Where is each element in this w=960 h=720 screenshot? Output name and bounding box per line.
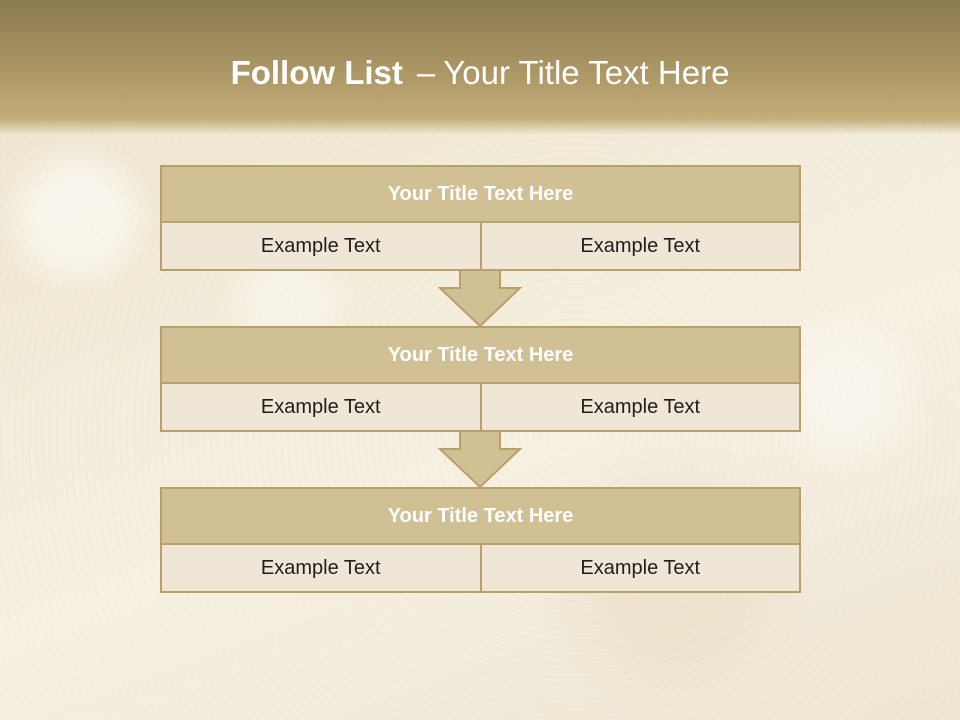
block-cell-left: Example Text — [260, 234, 381, 257]
down-arrow-icon — [438, 431, 522, 489]
list-block-2: Your Title Text Here Example Text Exampl… — [160, 326, 801, 432]
block-cell-right: Example Text — [479, 384, 800, 430]
block-row: Example Text Example Text — [160, 543, 801, 593]
slide-title: Follow List–Your Title Text Here — [0, 54, 960, 92]
block-cell-right: Example Text — [479, 223, 800, 269]
slide-title-separator: – — [416, 54, 436, 91]
header-band — [0, 0, 960, 135]
block-row: Example Text Example Text — [160, 382, 801, 432]
list-block-3: Your Title Text Here Example Text Exampl… — [160, 487, 801, 593]
block-cell-left: Example Text — [260, 395, 381, 418]
slide-title-rest: Your Title Text Here — [443, 54, 730, 91]
block-title: Your Title Text Here — [160, 326, 801, 382]
list-block-1: Your Title Text Here Example Text Exampl… — [160, 165, 801, 271]
block-cell-left: Example Text — [260, 556, 381, 579]
block-title: Your Title Text Here — [160, 165, 801, 221]
block-row: Example Text Example Text — [160, 221, 801, 271]
block-cell-right: Example Text — [479, 545, 800, 591]
slide-title-bold: Follow List — [230, 54, 403, 91]
down-arrow-icon — [438, 270, 522, 328]
block-title: Your Title Text Here — [160, 487, 801, 543]
